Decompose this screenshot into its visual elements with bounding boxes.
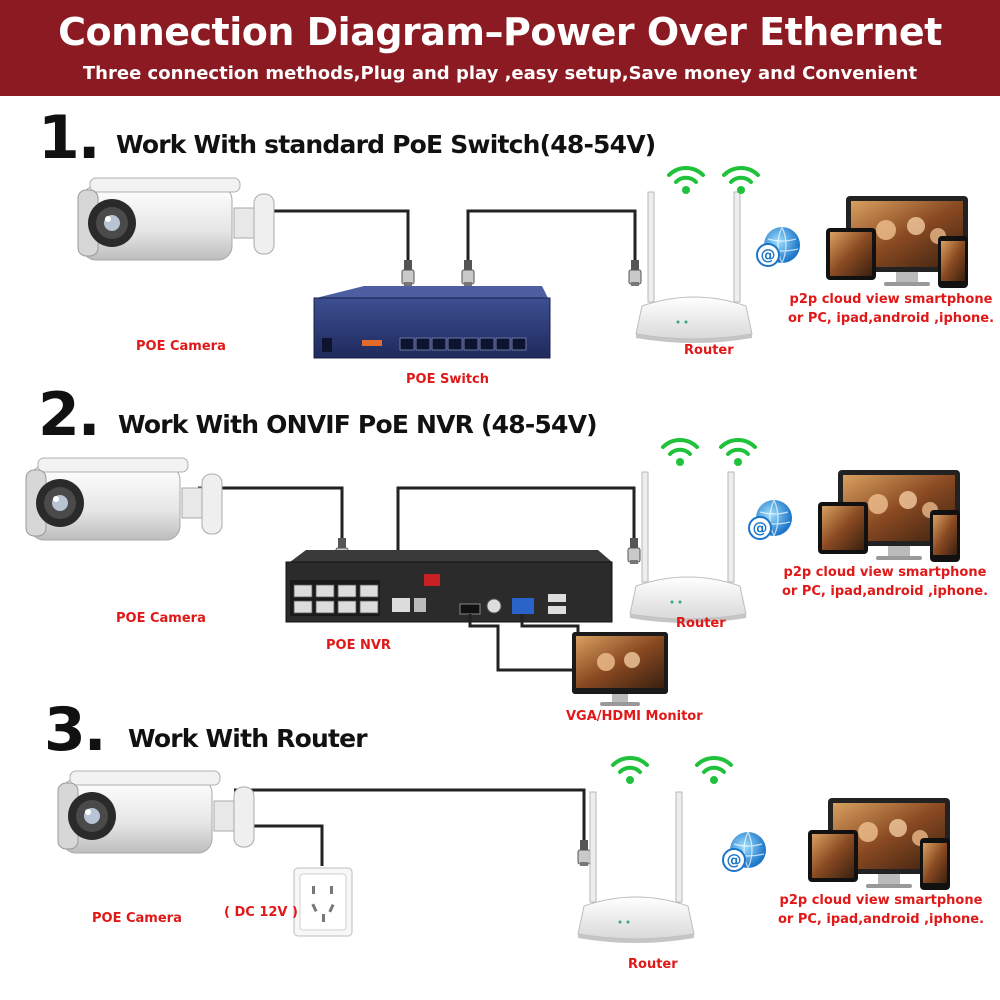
rj45-connector-icon bbox=[401, 259, 415, 287]
p2p-line-2: or PC, ipad,android ,iphone. bbox=[777, 912, 985, 927]
cable-camera-router bbox=[234, 788, 586, 842]
poe-nvr-icon bbox=[285, 550, 613, 623]
page-subtitle: Three connection methods,Plug and play ,… bbox=[82, 63, 918, 84]
section-2-heading: Work With ONVIF PoE NVR (48-54V) bbox=[118, 410, 598, 439]
p2p-line-1: p2p cloud view smartphone bbox=[789, 292, 993, 307]
cable-camera-nvr bbox=[198, 486, 344, 540]
poe-camera-icon bbox=[25, 457, 223, 541]
section-2-diagram bbox=[25, 437, 960, 706]
header-banner: Connection Diagram–Power Over Ethernet T… bbox=[0, 0, 1000, 96]
section-1-p2p-text: p2p cloud view smartphone or PC, ipad,an… bbox=[776, 290, 1000, 328]
section-3-p2p-text: p2p cloud view smartphone or PC, ipad,an… bbox=[766, 891, 996, 929]
p2p-line-1: p2p cloud view smartphone bbox=[783, 565, 987, 580]
poe-camera-icon bbox=[57, 770, 255, 854]
section-2-p2p-text: p2p cloud view smartphone or PC, ipad,an… bbox=[770, 563, 1000, 601]
poe-camera-icon bbox=[77, 177, 275, 261]
section-2-camera-label: POE Camera bbox=[116, 611, 206, 626]
wifi-signal-icon bbox=[667, 165, 705, 196]
wifi-signal-icon bbox=[722, 165, 760, 196]
client-devices-icon bbox=[818, 470, 960, 562]
p2p-line-2: or PC, ipad,android ,iphone. bbox=[781, 584, 989, 599]
client-devices-icon bbox=[808, 798, 950, 890]
cloud-globe-icon bbox=[748, 499, 793, 540]
poe-switch-icon bbox=[313, 286, 551, 359]
section-1-diagram bbox=[77, 165, 968, 359]
cable-nvr-monitor-hdmi bbox=[468, 614, 578, 672]
section-3-number: 3. bbox=[44, 695, 107, 765]
section-1-router-label: Router bbox=[684, 343, 734, 358]
section-3-power-label: ( DC 12V ) bbox=[224, 905, 298, 920]
cable-nvr-router bbox=[396, 486, 636, 562]
wifi-signal-icon bbox=[719, 437, 757, 468]
cable-switch-router-1 bbox=[466, 209, 637, 262]
wifi-signal-icon bbox=[661, 437, 699, 468]
page-title: Connection Diagram–Power Over Ethernet bbox=[58, 10, 942, 54]
rj45-connector-icon bbox=[628, 259, 642, 287]
p2p-line-2: or PC, ipad,android ,iphone. bbox=[787, 311, 995, 326]
router-icon bbox=[629, 471, 747, 624]
cable-camera-switch-1 bbox=[248, 209, 410, 262]
router-icon bbox=[577, 791, 695, 944]
wifi-signal-icon bbox=[695, 755, 733, 786]
rj45-connector-icon bbox=[461, 259, 475, 287]
section-3-router-label: Router bbox=[628, 957, 678, 972]
section-3-heading: Work With Router bbox=[128, 724, 368, 753]
section-2-router-label: Router bbox=[676, 616, 726, 631]
section-3-camera-label: POE Camera bbox=[92, 911, 182, 926]
section-1-number: 1. bbox=[38, 103, 101, 173]
p2p-line-1: p2p cloud view smartphone bbox=[779, 893, 983, 908]
section-3-diagram bbox=[57, 755, 950, 944]
cloud-globe-icon bbox=[722, 831, 767, 872]
section-2-number: 2. bbox=[38, 380, 101, 450]
vga-hdmi-monitor-icon bbox=[572, 632, 668, 706]
section-1-switch-label: POE Switch bbox=[406, 372, 489, 387]
section-2-nvr-label: POE NVR bbox=[326, 638, 391, 653]
rj45-connector-icon bbox=[627, 537, 641, 565]
client-devices-icon bbox=[826, 196, 968, 288]
cloud-globe-icon bbox=[756, 226, 801, 267]
rj45-connector-icon bbox=[577, 839, 591, 867]
section-1-heading: Work With standard PoE Switch(48-54V) bbox=[116, 130, 656, 159]
wifi-signal-icon bbox=[611, 755, 649, 786]
power-outlet-icon bbox=[293, 867, 353, 937]
section-2-monitor-label: VGA/HDMI Monitor bbox=[566, 709, 703, 724]
router-icon bbox=[635, 191, 753, 344]
section-1-camera-label: POE Camera bbox=[136, 339, 226, 354]
